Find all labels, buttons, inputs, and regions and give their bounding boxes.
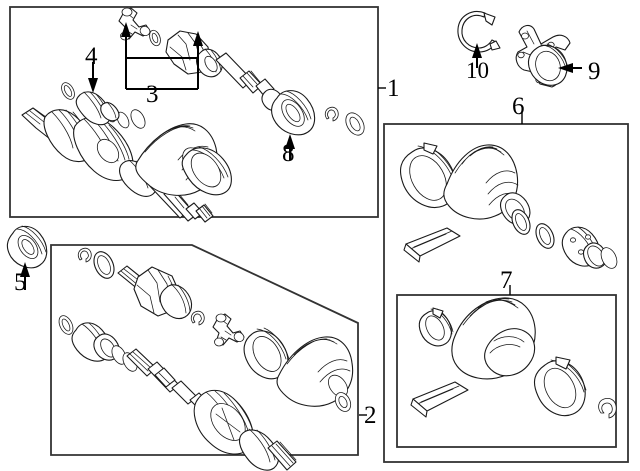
c-clip-right-box — [77, 247, 92, 263]
drive-shaft-right-assembly — [58, 247, 354, 471]
drive-shaft-bar-right — [126, 348, 209, 410]
callout-label-2: 2 — [364, 402, 377, 429]
joint-body-6 — [561, 226, 618, 269]
clamp-ring-right-small — [334, 392, 352, 412]
boot-clamps-small-6 — [511, 209, 555, 249]
leader-10 — [472, 43, 482, 68]
grease-packet-7 — [410, 381, 469, 418]
tripod-housing-item3 — [165, 30, 223, 78]
snap-ring-small-left — [149, 29, 161, 47]
leader-8 — [285, 134, 295, 160]
callout-label-8: 8 — [282, 140, 295, 167]
c-clip-7 — [598, 398, 617, 419]
group-box-7 — [396, 294, 617, 448]
boot-clamp-large-left — [181, 146, 232, 196]
callout-label-6: 6 — [512, 93, 525, 120]
stub-shaft-left — [215, 52, 284, 111]
leader-3 — [121, 22, 203, 90]
clamp-ring-right-top — [93, 251, 115, 279]
drive-shaft-left-assembly — [21, 7, 365, 223]
callout-label-4: 4 — [85, 43, 98, 70]
outboard-cv-joint-right — [193, 389, 297, 471]
tripod-spider-right — [212, 313, 245, 347]
inboard-boot-kit-contents — [400, 142, 618, 269]
callout-label-7: 7 — [500, 267, 513, 294]
leader-4 — [88, 62, 98, 93]
boot-clamp-small-7 — [418, 307, 454, 347]
clamp-ring-right-mid — [243, 327, 290, 380]
shaft-bearing-item5 — [6, 225, 48, 269]
snap-ring-middle-right — [190, 310, 205, 326]
oil-seal-item8 — [271, 90, 316, 136]
callout-label-1: 1 — [387, 75, 400, 102]
group-box-6 — [383, 123, 629, 463]
callout-label-9: 9 — [588, 58, 601, 85]
seal-small-right — [345, 112, 365, 136]
callout-label-10: 10 — [466, 58, 489, 83]
callout-label-3: 3 — [146, 81, 159, 108]
damper-boot-item4 — [75, 91, 120, 126]
bellows-boot-7 — [451, 297, 536, 380]
steering-knuckle-item9 — [515, 24, 571, 88]
leader-9 — [558, 63, 582, 73]
boot-clamp-large-6 — [400, 142, 457, 208]
snap-ring-item10 — [457, 11, 501, 53]
bellows-boot-right — [276, 336, 354, 407]
outboard-joint-right-upper — [117, 265, 193, 320]
grease-packet-6 — [403, 227, 461, 263]
outboard-boot-kit-contents — [410, 297, 617, 419]
callout-label-5: 5 — [14, 269, 27, 296]
c-clip-left — [324, 106, 339, 122]
group-box-2 — [50, 244, 359, 456]
boot-clamp-large-7 — [533, 356, 587, 417]
leader-5 — [20, 262, 30, 290]
damper-boot-right — [58, 315, 138, 372]
